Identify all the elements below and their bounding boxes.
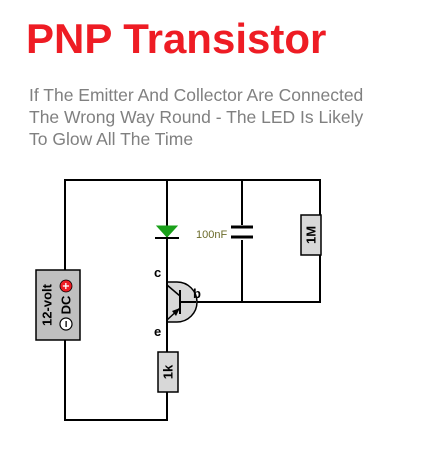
transistor: [166, 281, 198, 325]
subtitle-line-2: The Wrong Way Round - The LED Is Likely: [29, 107, 364, 127]
resistor-1m-label: 1M: [304, 226, 319, 244]
wire-bottom-loop: [64, 340, 168, 421]
emitter-label: e: [154, 324, 161, 339]
capacitor-label: 100nF: [196, 229, 227, 241]
battery-voltage-label: 12-volt: [40, 283, 55, 326]
battery-plus-sign: +: [59, 282, 73, 289]
resistor-1m-body: [300, 214, 322, 256]
battery: 12-volt DC + −: [35, 269, 81, 341]
led: [155, 225, 179, 239]
resistor-1m: 1M: [300, 214, 322, 256]
subtitle-line-1: If The Emitter And Collector Are Connect…: [29, 85, 364, 105]
base-label: b: [193, 286, 201, 301]
battery-minus-sign: −: [59, 320, 73, 327]
capacitor: [231, 225, 253, 240]
battery-dc-label: DC: [59, 295, 74, 314]
battery-minus-terminal: [59, 317, 73, 331]
transistor-emitter-arrow: [172, 308, 180, 316]
wire-top-loop: [64, 179, 321, 303]
resistor-1k-label: 1k: [161, 364, 176, 379]
circuit-wires: [64, 179, 321, 421]
page-title: PNP Transistor: [26, 15, 327, 62]
collector-label: c: [154, 265, 161, 280]
battery-plus-terminal: [59, 279, 73, 293]
led-triangle: [155, 225, 179, 238]
battery-body: [35, 269, 81, 341]
resistor-1k-body: [157, 351, 179, 393]
resistor-1k: 1k: [157, 351, 179, 393]
transistor-collector-arm: [166, 284, 181, 297]
subtitle-line-3: To Glow All The Time: [29, 129, 194, 149]
